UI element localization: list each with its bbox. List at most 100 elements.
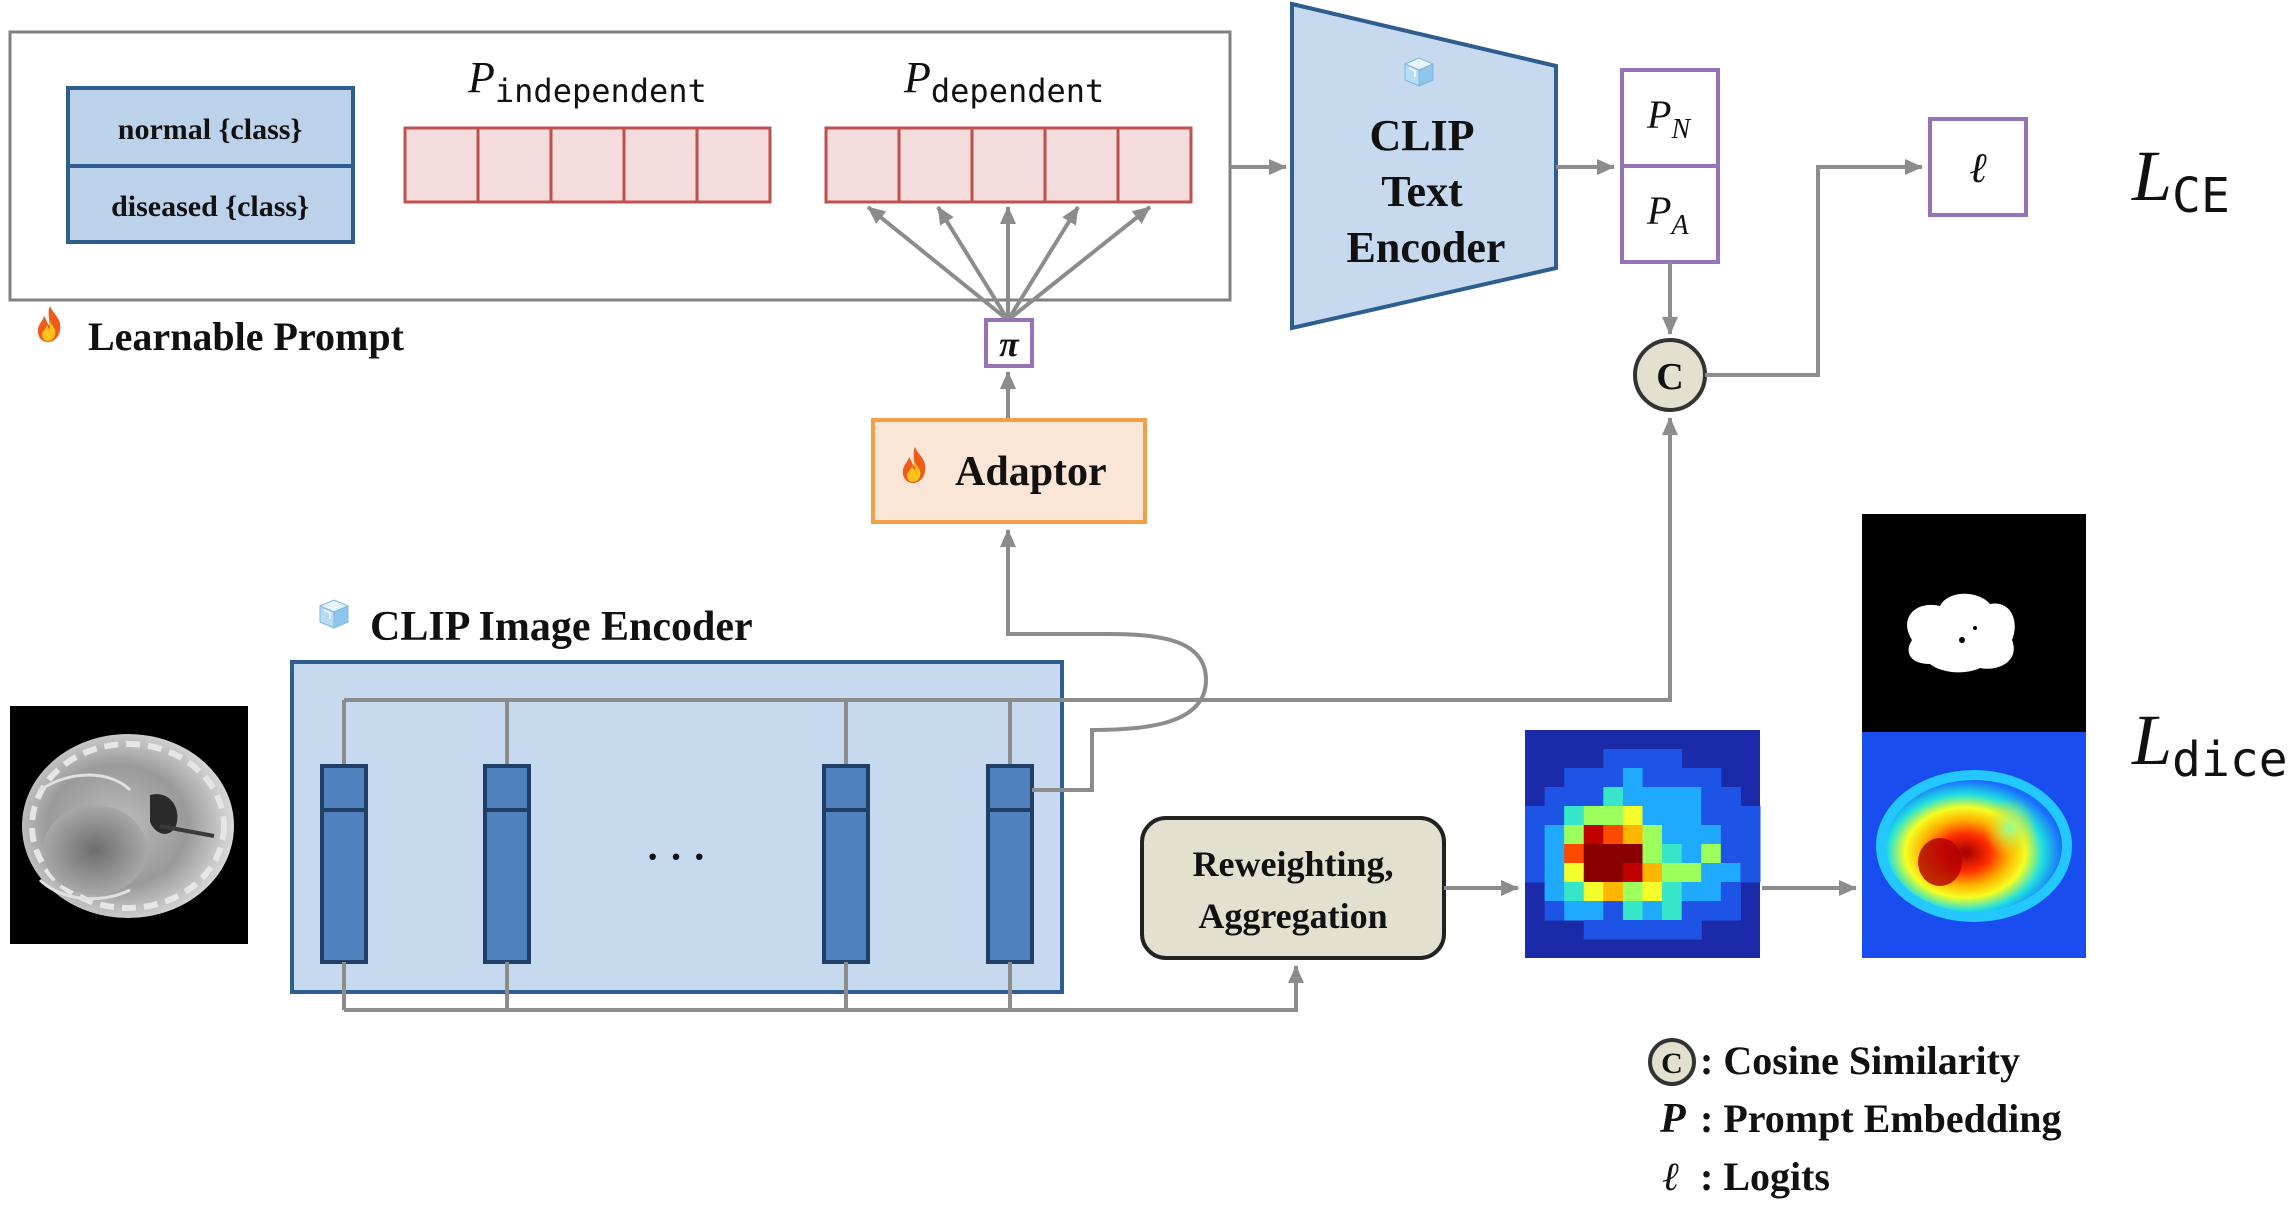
heatmap-cell: [1583, 768, 1604, 788]
heatmap-cell: [1544, 787, 1565, 807]
heatmap-cell: [1701, 882, 1722, 902]
heatmap-cell: [1642, 749, 1663, 769]
heatmap-cell: [1622, 844, 1643, 864]
legend: C : Cosine Similarity P : Prompt Embeddi…: [1648, 1038, 2062, 1199]
prompt-token: [403, 126, 480, 204]
heatmap-cell: [1525, 806, 1546, 826]
heatmap-cell: [1622, 806, 1643, 826]
pa-box: [1620, 164, 1720, 264]
heatmap-cell: [1622, 825, 1643, 845]
p-independent-label: Pindependent: [467, 53, 707, 110]
pi-label: π: [999, 324, 1020, 364]
heatmap-cell: [1544, 806, 1565, 826]
pi-box: [984, 318, 1034, 368]
pi-fan-arrows: [866, 205, 1152, 322]
heatmap-cell: [1583, 787, 1604, 807]
reweighting-aggregation-box: [1140, 816, 1446, 960]
clip-image-encoder: [290, 660, 1064, 994]
legend-prompt-symbol: P: [1659, 1096, 1686, 1142]
adaptor-label: Adaptor: [955, 449, 1107, 495]
legend-logits-text: : Logits: [1700, 1154, 1830, 1199]
text-encoder-line-2: Text: [1381, 167, 1463, 216]
image-encoder-label: CLIP Image Encoder: [370, 604, 753, 650]
heatmap-cell: [1622, 749, 1643, 769]
class-label-normal: normal {class}: [118, 113, 302, 146]
heatmap-cell: [1622, 882, 1643, 902]
heatmap-cell: [1603, 768, 1624, 788]
class-label-box: normal {class} diseased {class}: [66, 86, 355, 244]
heatmap-cell: [1525, 844, 1546, 864]
heatmap-cell: [1681, 882, 1702, 902]
fine-heatmap-image: [1862, 732, 2086, 958]
heatmap-cell: [1662, 901, 1683, 921]
heatmap-cell: [1681, 844, 1702, 864]
heatmap-cell: [1564, 882, 1585, 902]
heatmap-cell: [1564, 787, 1585, 807]
brain-mri-image: [10, 706, 248, 944]
heatmap-cell: [1564, 806, 1585, 826]
pn-symbol: P: [1646, 92, 1671, 137]
prompt-token: [549, 126, 626, 204]
fire-icon: [37, 306, 61, 342]
loss-dice: Ldice: [2131, 700, 2288, 788]
heatmap-cell: [1603, 920, 1624, 940]
heatmap-cell: [1662, 768, 1683, 788]
encoder-layer: [986, 764, 1034, 964]
heatmap-cell: [1701, 787, 1722, 807]
legend-prompt-text: : Prompt Embedding: [1700, 1096, 2062, 1141]
legend-cosine-symbol: C: [1661, 1047, 1683, 1080]
heatmap-cell: [1720, 787, 1741, 807]
prompt-token: [824, 126, 901, 204]
heatmap-cell: [1642, 920, 1663, 940]
heatmap-cell: [1642, 901, 1663, 921]
heatmap-cell: [1662, 806, 1683, 826]
aggregation-line-1: Reweighting,: [1193, 844, 1394, 884]
heatmap-cell: [1720, 806, 1741, 826]
prompt-token: [476, 126, 553, 204]
arrow-cosine-to-logits: [1705, 159, 1923, 377]
ice-cube-icon: [1404, 57, 1434, 87]
legend-logits-symbol: ℓ: [1662, 1154, 1679, 1199]
p-dependent-symbol: P: [903, 53, 931, 102]
heatmap-cell: [1622, 768, 1643, 788]
heatmap-cell: [1544, 825, 1565, 845]
heatmap-cell: [1642, 825, 1663, 845]
heatmap-cell: [1681, 825, 1702, 845]
heatmap-cell: [1622, 920, 1643, 940]
cosine-symbol: C: [1656, 356, 1683, 398]
heatmap-cell: [1720, 863, 1741, 883]
heatmap-cell: [1622, 863, 1643, 883]
heatmap-cell: [1622, 787, 1643, 807]
pa-label: PA: [1646, 188, 1689, 241]
heatmap-cell: [1720, 882, 1741, 902]
heatmap-cell: [1544, 882, 1565, 902]
encoder-layer: [483, 764, 531, 964]
heatmap-cell: [1740, 844, 1761, 864]
loss-ce: LCE: [2131, 136, 2230, 224]
heatmap-cell: [1583, 920, 1604, 940]
heatmap-cell: [1642, 882, 1663, 902]
loss-dice-symbol: L: [2131, 700, 2172, 780]
text-encoder-line-1: CLIP: [1369, 111, 1474, 160]
heatmap-cell: [1544, 901, 1565, 921]
p-independent-tokens: [403, 126, 772, 204]
heatmap-cell: [1642, 844, 1663, 864]
heatmap-cell: [1740, 825, 1761, 845]
coarse-heatmap-image: [1525, 730, 1761, 958]
heatmap-cell: [1720, 844, 1741, 864]
loss-ce-subscript: CE: [2172, 168, 2230, 224]
heatmap-cell: [1701, 768, 1722, 788]
prompt-token: [1116, 126, 1193, 204]
loss-ce-symbol: L: [2131, 136, 2172, 216]
pa-symbol: P: [1646, 188, 1671, 233]
heatmap-cell: [1564, 863, 1585, 883]
heatmap-cell: [1701, 863, 1722, 883]
heatmap-cell: [1701, 901, 1722, 921]
encoder-layer: [320, 764, 368, 964]
p-independent-subscript: independent: [495, 72, 707, 110]
heatmap-cell: [1583, 901, 1604, 921]
encoder-blocks: [320, 764, 1034, 964]
pn-subscript: N: [1670, 114, 1691, 145]
mask-image: [1862, 514, 2086, 732]
